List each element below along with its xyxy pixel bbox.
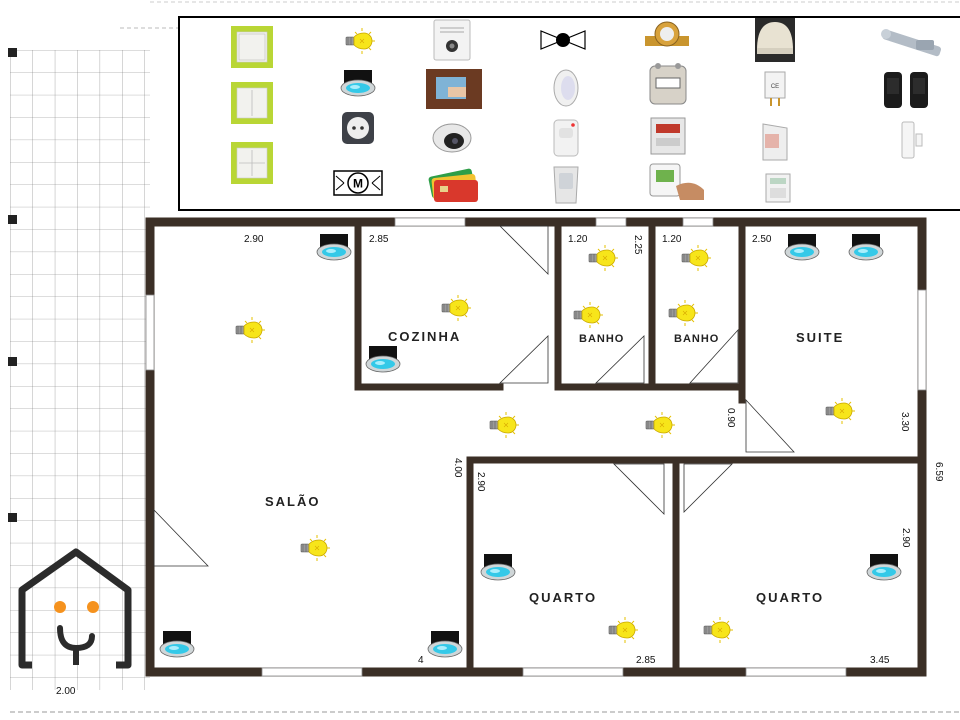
dimension-label: 2.85: [636, 655, 656, 666]
svg-text:M: M: [353, 177, 363, 191]
home-logo: [18, 548, 132, 669]
light-switch-single-icon: [230, 25, 274, 69]
room-label-cozinha: COZINHA: [388, 329, 461, 344]
relay-module-icon: CE: [764, 71, 786, 106]
dimension-label: 2.90: [244, 234, 264, 245]
power-outlet-icon: [342, 112, 374, 144]
alarm-panel-icon: [765, 173, 791, 203]
energy-meter-icon: [650, 117, 686, 155]
dimension-label: 2.85: [369, 234, 389, 245]
bulb-icon: [573, 301, 604, 329]
downlight-icon: [365, 345, 401, 373]
pir-sensor-icon: [553, 119, 579, 157]
downlight-icon: [159, 630, 195, 658]
bulb-icon: [681, 244, 712, 272]
dome-camera-icon: [432, 123, 472, 153]
openings: [145, 217, 927, 677]
dimension-label: 4: [418, 655, 424, 666]
dimension-label: 2.00: [56, 686, 76, 697]
touch-keypad-icon: [649, 163, 704, 200]
room-label-suite: SUITE: [796, 330, 844, 345]
dimension-label: 6.59: [933, 462, 944, 482]
dimension-label: 2.90: [900, 528, 911, 548]
svg-text:CE: CE: [771, 84, 779, 90]
gas-meter-icon: [649, 63, 687, 105]
infrared-beam-icon: [884, 72, 928, 108]
downlight-icon: [784, 233, 820, 261]
dimension-label: 1.20: [662, 234, 682, 245]
light-switch-quad-icon: [230, 141, 274, 185]
plan-bulbs: [235, 244, 856, 644]
bulb-icon: [668, 299, 699, 327]
room-label-banho-2: BANHO: [674, 333, 719, 345]
room-label-banho-1: BANHO: [579, 333, 624, 345]
door-contact-icon: [901, 121, 923, 159]
downlight-icon: [848, 233, 884, 261]
dimension-label: 1.20: [568, 234, 588, 245]
bulb-icon: [608, 616, 639, 644]
bulb-icon: [489, 411, 520, 439]
motor-icon: M: [333, 170, 383, 196]
dimension-labels: 2.90 2.85 1.20 1.20 2.50 2.25 0.90 3.30 …: [56, 234, 944, 697]
access-cards-icon: [428, 168, 478, 202]
room-label-salao: SALÃO: [265, 494, 321, 509]
smoke-detector-icon: [553, 69, 579, 107]
walls: [145, 217, 927, 677]
downlight-icon: [340, 69, 376, 97]
downlight-icon: [427, 630, 463, 658]
downlight-icon: [480, 553, 516, 581]
glass-break-sensor-icon: [553, 166, 579, 204]
bulb-icon: [825, 397, 856, 425]
bulb-icon: [235, 316, 266, 344]
dimension-label: 3.45: [870, 655, 890, 666]
outdoor-siren-icon: [762, 123, 788, 161]
bulb-icon: [300, 534, 331, 562]
motorized-lock-icon: [881, 29, 941, 57]
downlight-icon: [866, 553, 902, 581]
siren-dome-icon: [755, 18, 795, 62]
dimension-label: 2.90: [475, 472, 486, 492]
dimension-label: 2.25: [632, 235, 643, 255]
video-intercom-icon: [433, 19, 471, 61]
valve-icon: [540, 30, 586, 50]
dimension-label: 4.00: [452, 458, 463, 478]
light-switch-double-icon: [230, 81, 274, 125]
dimension-label: 3.30: [899, 412, 910, 432]
bulb-icon: [645, 411, 676, 439]
room-label-quarto-1: QUARTO: [529, 590, 597, 605]
downlight-icon: [316, 233, 352, 261]
tablet-control-icon: [426, 69, 482, 109]
dimension-label: 2.50: [752, 234, 772, 245]
bulb-icon: [703, 616, 734, 644]
device-palette: M: [178, 16, 960, 211]
dimension-label: 0.90: [725, 408, 736, 428]
bulb-icon: [588, 244, 619, 272]
water-meter-icon: [645, 21, 689, 47]
bulb-icon: [441, 294, 472, 322]
room-label-quarto-2: QUARTO: [756, 590, 824, 605]
room-labels: SALÃO COZINHA BANHO BANHO SUITE QUARTO Q…: [265, 329, 844, 605]
